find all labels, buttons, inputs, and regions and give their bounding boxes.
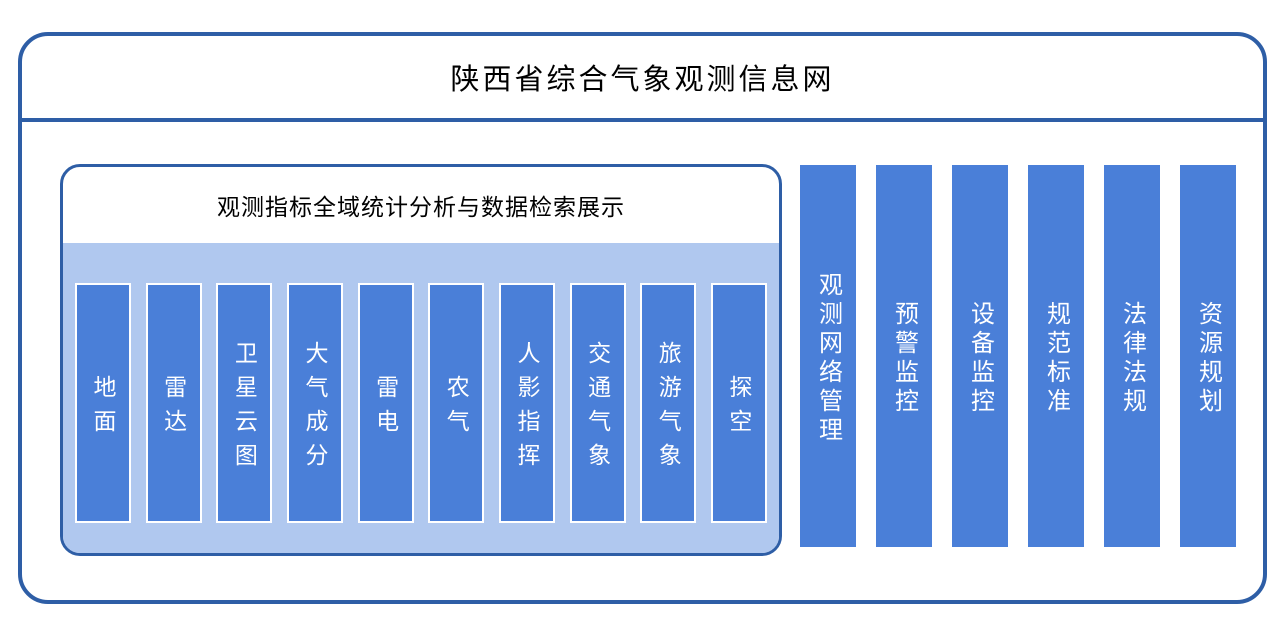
main-frame: 陕西省综合气象观测信息网 观测指标全域统计分析与数据检索展示 地面 雷达 卫星云…	[18, 32, 1267, 604]
nav-bar-lightning-label: 雷电	[372, 374, 399, 443]
nav-bar-agro-meteorology[interactable]: 农气	[428, 283, 485, 523]
nav-bar-surface[interactable]: 地面	[75, 283, 131, 523]
nav-bar-warning-monitoring-label: 预警监控	[890, 300, 918, 417]
nav-bar-equipment-monitoring[interactable]: 设备监控	[952, 165, 1008, 547]
nav-bar-weather-modification-label: 人影指挥	[513, 340, 540, 477]
nav-bar-tourism-weather[interactable]: 旅游气象	[640, 283, 697, 523]
nav-bar-atmospheric-composition-label: 大气成分	[301, 340, 328, 477]
nav-bar-standards-label: 规范标准	[1042, 300, 1070, 417]
nav-bar-warning-monitoring[interactable]: 预警监控	[876, 165, 932, 547]
nav-bar-sounding-label: 探空	[725, 374, 752, 443]
nav-bar-lightning[interactable]: 雷电	[357, 283, 414, 523]
nav-bar-radar-label: 雷达	[160, 374, 187, 443]
title-bar: 陕西省综合气象观测信息网	[22, 36, 1263, 118]
nav-bar-laws-regulations[interactable]: 法律法规	[1104, 165, 1160, 547]
nav-bar-satellite-cloud[interactable]: 卫星云图	[216, 283, 273, 523]
nav-bar-equipment-monitoring-label: 设备监控	[966, 300, 994, 417]
nav-bar-resource-planning-label: 资源规划	[1194, 300, 1222, 417]
stats-panel: 观测指标全域统计分析与数据检索展示 地面 雷达 卫星云图 大气成分 雷电	[60, 164, 782, 556]
nav-bar-traffic-weather-label: 交通气象	[584, 340, 611, 477]
title-divider	[22, 118, 1263, 122]
nav-bar-tourism-weather-label: 旅游气象	[655, 340, 682, 477]
right-nav-columns: 观测网络管理 预警监控 设备监控 规范标准 法律法规 资源规划	[800, 165, 1236, 547]
stats-panel-body: 地面 雷达 卫星云图 大气成分 雷电 农气 人影指挥	[63, 243, 779, 553]
nav-bar-surface-label: 地面	[90, 374, 116, 443]
nav-bar-observation-network-management-label: 观测网络管理	[814, 271, 842, 446]
nav-bar-atmospheric-composition[interactable]: 大气成分	[286, 283, 343, 523]
nav-bar-laws-regulations-label: 法律法规	[1118, 300, 1146, 417]
nav-bar-weather-modification[interactable]: 人影指挥	[498, 283, 555, 523]
nav-bar-satellite-cloud-label: 卫星云图	[231, 340, 258, 477]
nav-bar-agro-meteorology-label: 农气	[443, 374, 470, 443]
nav-bar-standards[interactable]: 规范标准	[1028, 165, 1084, 547]
page-title: 陕西省综合气象观测信息网	[450, 64, 835, 96]
nav-bar-traffic-weather[interactable]: 交通气象	[569, 283, 626, 523]
nav-bar-radar[interactable]: 雷达	[145, 283, 202, 523]
nav-bar-observation-network-management[interactable]: 观测网络管理	[800, 165, 856, 547]
nav-bar-resource-planning[interactable]: 资源规划	[1180, 165, 1236, 547]
nav-bar-sounding[interactable]: 探空	[710, 283, 767, 523]
stats-panel-title: 观测指标全域统计分析与数据检索展示	[217, 194, 625, 220]
